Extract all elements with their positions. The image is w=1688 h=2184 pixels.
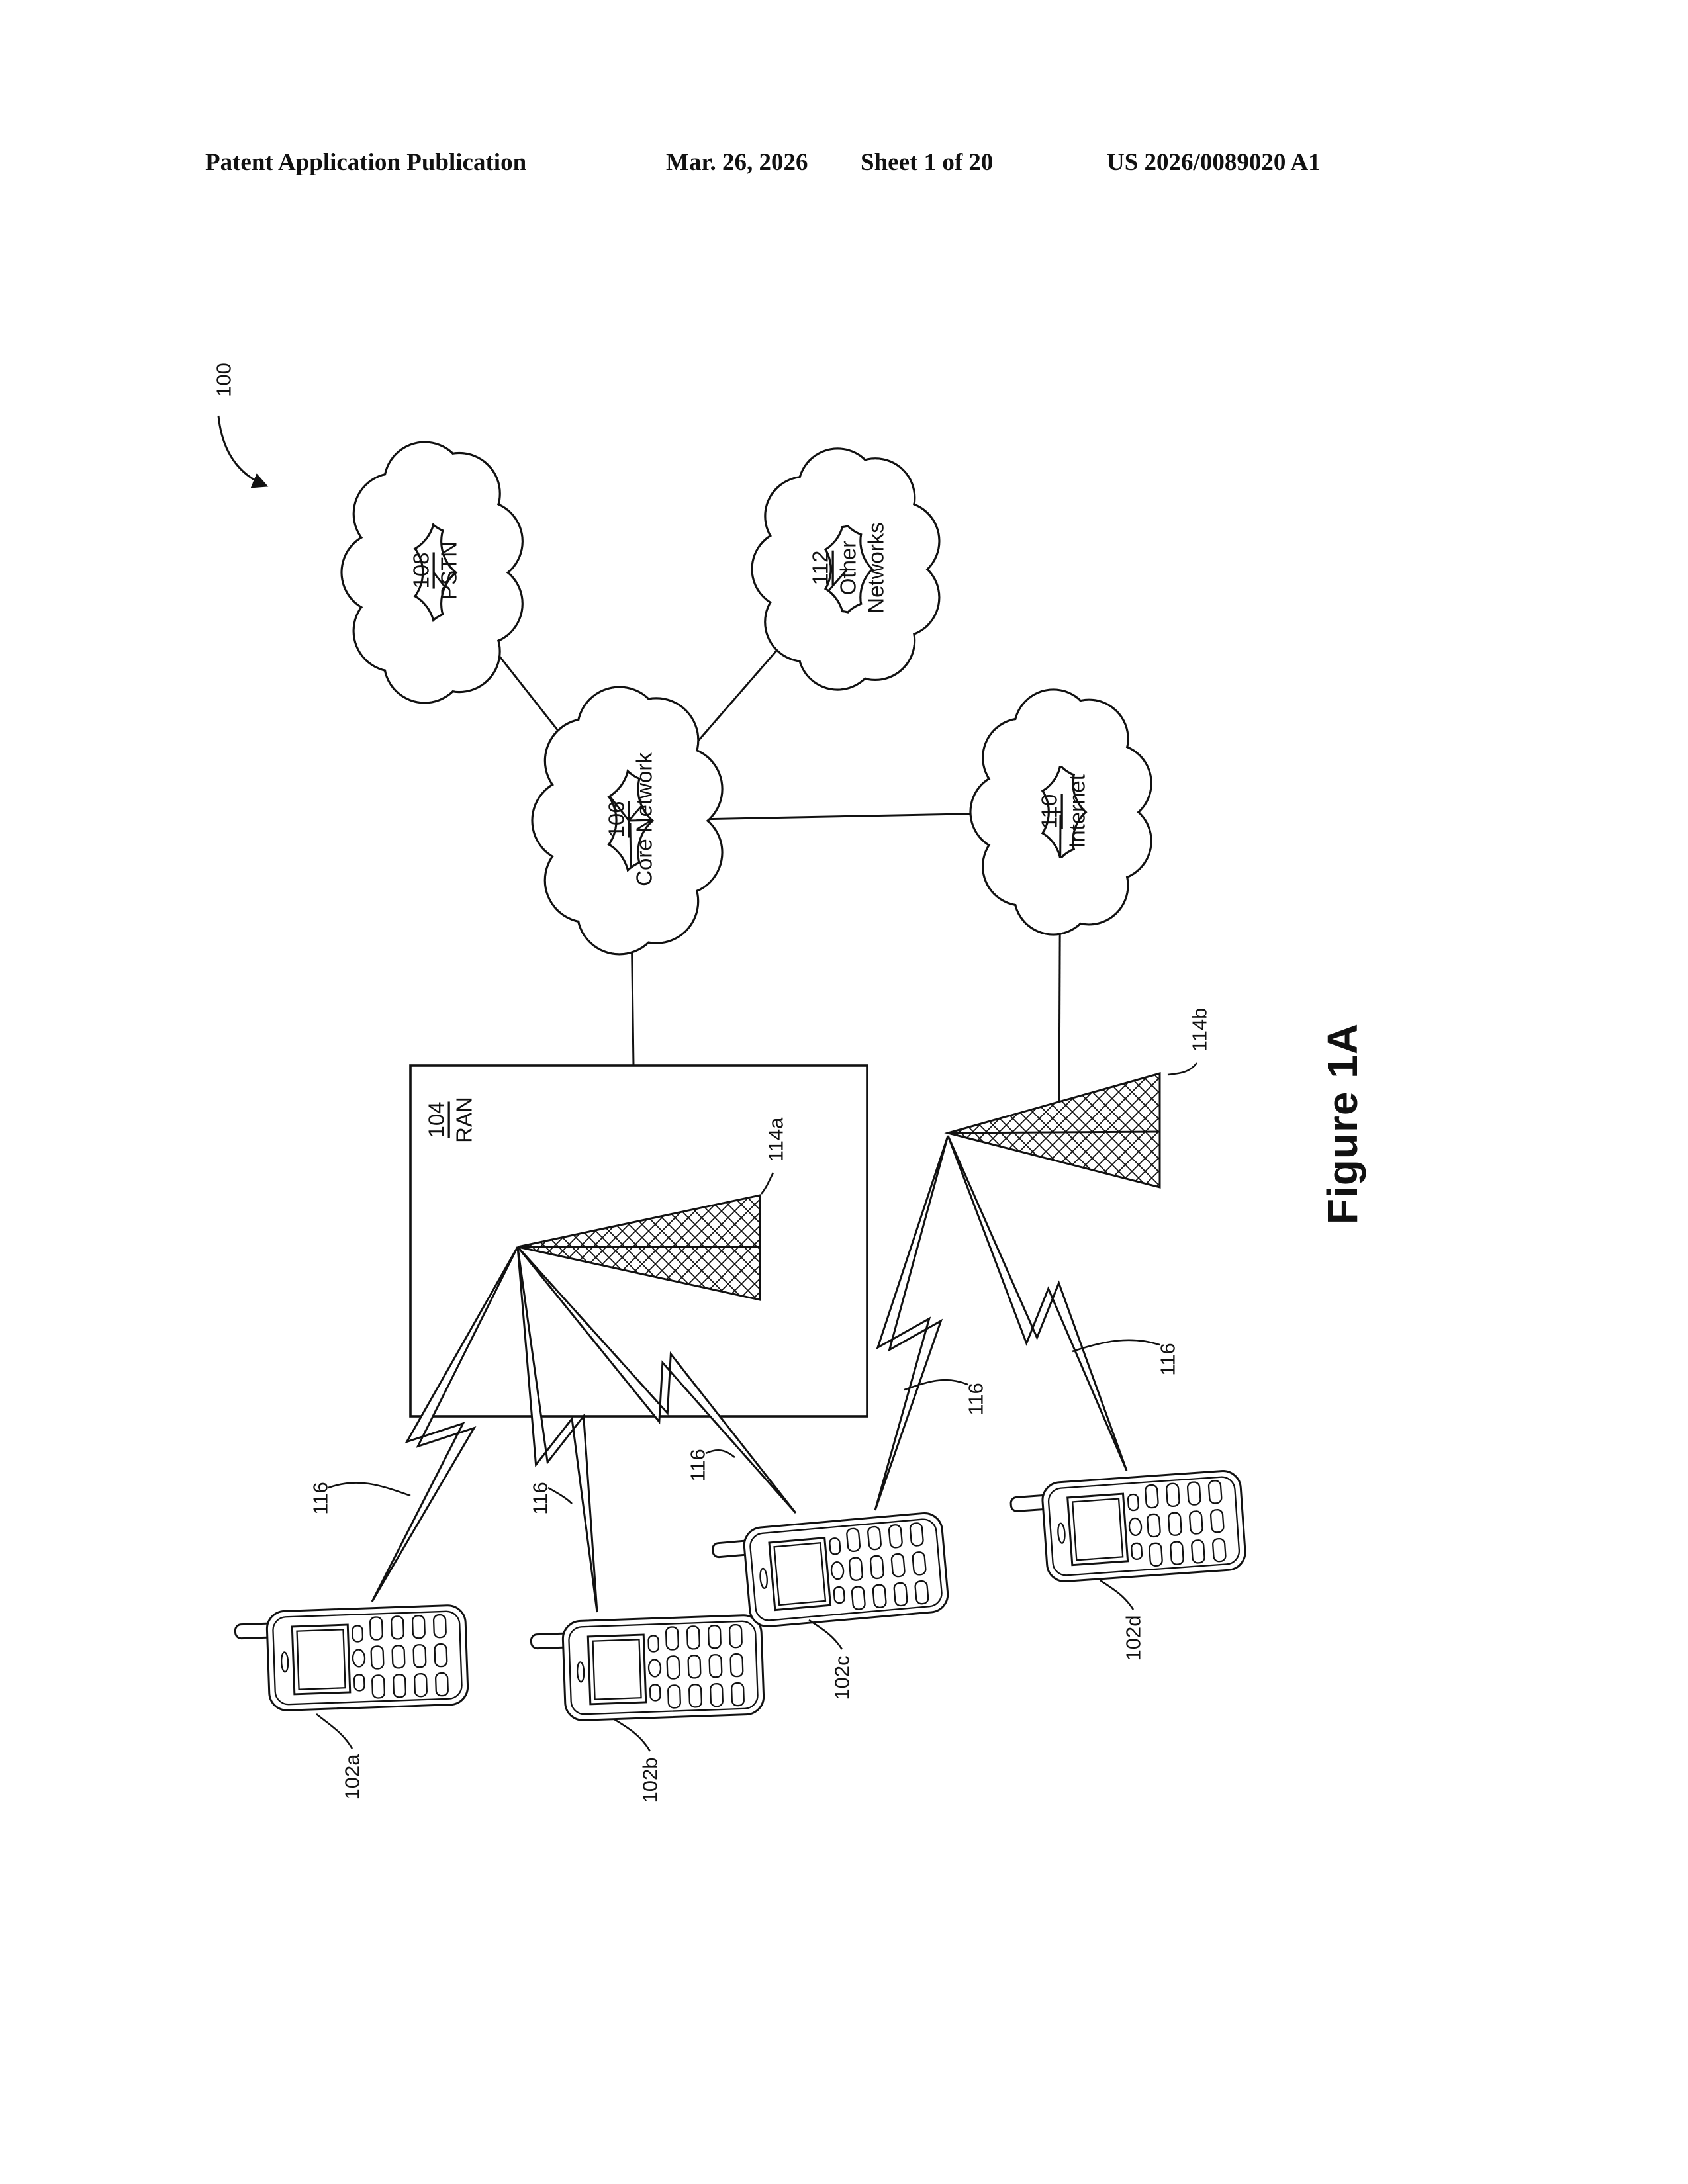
core-network-cloud (531, 686, 724, 956)
air-interface-bolt (947, 1135, 1128, 1471)
air-interface-116-label-2: 116 (529, 1482, 552, 1514)
leader-line (614, 1718, 651, 1752)
antenna-centerline (947, 1130, 1160, 1134)
ran-box (409, 1064, 868, 1418)
base-station-114b (944, 1072, 1161, 1189)
air-interface-116-label-3: 116 (686, 1449, 710, 1481)
other-networks-cloud-label: 112 Other Networks (808, 522, 888, 614)
header-publication: Patent Application Publication (205, 149, 527, 176)
ref-100-text: 100 (212, 363, 236, 397)
core-network-name-text: Core Network (632, 752, 657, 886)
air-interface-bolt (874, 1135, 949, 1511)
figure-caption: Figure 1A (1319, 1023, 1366, 1224)
ref-108-text: 108 (409, 552, 434, 588)
air-interface-bolt (516, 1246, 598, 1613)
wtru-102c-label: 102c (831, 1655, 854, 1700)
ref-102d-text: 102d (1122, 1615, 1145, 1661)
air-interface-bolts (371, 1135, 1128, 1613)
leader-line (1167, 1062, 1198, 1076)
ref-104-text: 104 (424, 1101, 449, 1138)
ref-102a-text: 102a (341, 1754, 364, 1800)
ref-116-text: 116 (529, 1482, 552, 1514)
other-networks-name-line2: Networks (864, 522, 888, 614)
air-interface-bolt (371, 1246, 519, 1602)
header-doc-number: US 2026/0089020 A1 (1107, 149, 1321, 176)
wtru-102b-label: 102b (639, 1758, 662, 1803)
pstn-name-text: PSTN (437, 541, 461, 600)
leader-line (705, 1449, 735, 1459)
leader-lines (316, 1062, 1198, 1752)
ref-116-text: 116 (309, 1482, 332, 1514)
pstn-cloud (340, 441, 524, 704)
ref-114a-text: 114a (765, 1117, 788, 1161)
core-network-cloud-label: 106 Core Network (604, 752, 657, 886)
ref-102b-text: 102b (639, 1758, 662, 1803)
wtru-102b (530, 1614, 766, 1723)
wtru-102c (710, 1510, 951, 1632)
base-station-114a (517, 1194, 761, 1301)
ran-box-label: 104 RAN (424, 1097, 477, 1143)
figure-1a-caption-text: Figure 1A (1319, 1023, 1366, 1224)
leader-line (547, 1486, 573, 1504)
wtru-102d (1008, 1469, 1248, 1586)
ref-102c-text: 102c (831, 1655, 854, 1700)
antenna-lattice-icon (944, 1072, 1161, 1189)
other-networks-name-line1: Other (836, 541, 861, 596)
internet-name-text: Internet (1065, 774, 1090, 848)
air-interface-bolt (516, 1246, 797, 1514)
other-networks-cloud (751, 447, 941, 691)
pstn-cloud-label: 108 PSTN (409, 541, 461, 600)
network-links (432, 569, 1063, 1102)
network-clouds (340, 441, 1152, 956)
leader-line (328, 1482, 411, 1497)
leader-line (808, 1619, 843, 1650)
wtru-102a (234, 1604, 470, 1713)
ref-114b-text: 114b (1188, 1008, 1211, 1052)
system-ref-label: 100 (212, 363, 236, 397)
ref-110-text: 110 (1037, 794, 1062, 829)
ref-116-text: 116 (686, 1449, 710, 1481)
ref-116-text: 116 (1156, 1343, 1180, 1375)
ran-name-text: RAN (452, 1097, 477, 1143)
ref-100-arrow (217, 415, 269, 488)
leader-line (1072, 1339, 1160, 1353)
air-interface-116-label-5: 116 (1156, 1343, 1180, 1375)
internet-cloud (969, 688, 1152, 936)
air-interface-116-label-1: 116 (309, 1482, 332, 1514)
leader-line (904, 1379, 968, 1391)
wtru-102d-label: 102d (1122, 1615, 1145, 1661)
leader-line (316, 1713, 353, 1749)
header-sheet: Sheet 1 of 20 (861, 149, 994, 176)
base-station-114a-label: 114a (765, 1117, 788, 1161)
base-station-114b-label: 114b (1188, 1008, 1211, 1052)
ref-106-text: 106 (604, 801, 629, 837)
ref-116-text: 116 (964, 1383, 988, 1415)
leader-line (760, 1172, 774, 1195)
air-interface-116-label-4: 116 (964, 1383, 988, 1415)
header-date: Mar. 26, 2026 (666, 149, 808, 176)
internet-cloud-label: 110 Internet (1037, 774, 1090, 848)
leader-line (1100, 1579, 1135, 1610)
wtru-102a-label: 102a (341, 1754, 364, 1800)
ref-112-text: 112 (808, 551, 833, 586)
